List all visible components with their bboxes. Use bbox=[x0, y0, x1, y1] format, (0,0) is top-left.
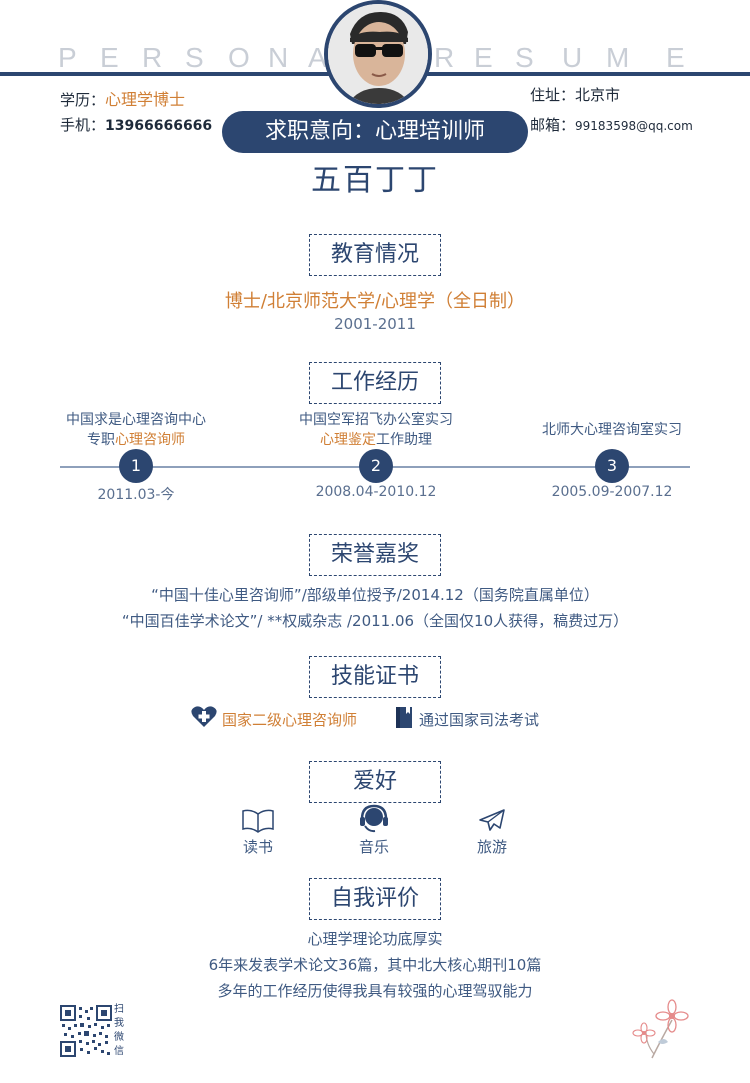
headset-icon bbox=[344, 804, 404, 834]
banner-letter: R bbox=[142, 42, 163, 73]
job-objective-banner: 求职意向：心理培训师 bbox=[222, 111, 528, 153]
banner-letter: S bbox=[185, 42, 204, 73]
portrait-image bbox=[328, 4, 428, 104]
section-title-honors: 荣誉嘉奖 bbox=[309, 534, 441, 576]
banner-letter: U bbox=[562, 42, 583, 73]
cert-1-label: 国家二级心理咨询师 bbox=[222, 710, 358, 729]
section-title-skills: 技能证书 bbox=[309, 656, 441, 698]
candidate-name: 五百丁丁 bbox=[311, 163, 439, 198]
airplane-icon bbox=[462, 808, 522, 834]
job-role: 专职心理咨询师 bbox=[87, 432, 185, 448]
avatar bbox=[324, 0, 432, 108]
flower-decoration-icon bbox=[632, 998, 692, 1066]
job-role: 心理鉴定工作助理 bbox=[320, 432, 432, 448]
hobby-music: 音乐 bbox=[344, 804, 404, 857]
section-title-work: 工作经历 bbox=[309, 362, 441, 404]
section-title-education: 教育情况 bbox=[309, 234, 441, 276]
hobby-label: 旅游 bbox=[476, 838, 507, 856]
book-icon bbox=[395, 705, 413, 733]
address-value: 北京市 bbox=[575, 86, 621, 104]
banner-letter: M bbox=[606, 42, 630, 73]
job-date-3: 2005.09-2007.12 bbox=[551, 484, 673, 500]
heart-plus-icon bbox=[190, 705, 218, 733]
open-book-icon bbox=[228, 808, 288, 834]
job-2: 中国空军招飞办公室实习 心理鉴定工作助理 bbox=[276, 410, 476, 450]
address-label: 住址： bbox=[530, 86, 576, 104]
honor-item-2: “中国百佳学术论文”/ **权威杂志 /2011.06（全国仅10人获得，稿费过… bbox=[121, 612, 629, 630]
section-title-self-eval: 自我评价 bbox=[309, 878, 441, 920]
education-label: 学历： bbox=[60, 91, 106, 109]
banner-letter: S bbox=[515, 42, 534, 73]
section-title-hobbies: 爱好 bbox=[309, 761, 441, 803]
cert-2-label: 通过国家司法考试 bbox=[419, 710, 540, 729]
email-info: 邮箱：99183598@qq.com bbox=[530, 114, 693, 135]
phone-label: 手机： bbox=[60, 116, 106, 134]
job-date-1: 2011.03-今 bbox=[97, 487, 175, 503]
banner-letter: O bbox=[228, 42, 250, 73]
timeline-node-1: 1 bbox=[119, 449, 153, 483]
self-eval-line-3: 多年的工作经历使得我具有较强的心理驾驭能力 bbox=[217, 982, 533, 1000]
hobby-label: 读书 bbox=[242, 838, 273, 856]
phone-value: 13966666666 bbox=[105, 118, 213, 134]
education-value: 心理学博士 bbox=[105, 90, 186, 109]
self-eval-line-2: 6年来发表学术论文36篇，其中北大核心期刊10篇 bbox=[208, 956, 542, 974]
banner-letter: N bbox=[268, 42, 289, 73]
banner-letter: E bbox=[666, 42, 685, 73]
education-info: 学历：心理学博士 bbox=[60, 86, 185, 110]
hobby-label: 音乐 bbox=[358, 838, 389, 856]
banner-letter: E bbox=[100, 42, 119, 73]
hobby-reading: 读书 bbox=[228, 808, 288, 857]
cert-2: 通过国家司法考试 bbox=[395, 705, 539, 733]
job-3: 北师大心理咨询室实习 bbox=[512, 420, 712, 440]
banner-letter: A bbox=[308, 42, 327, 73]
qr-code bbox=[60, 1005, 112, 1057]
banner-letter: E bbox=[474, 42, 493, 73]
job-org: 北师大心理咨询室实习 bbox=[542, 422, 682, 438]
phone-info: 手机：13966666666 bbox=[60, 114, 212, 135]
hobby-travel: 旅游 bbox=[462, 808, 522, 857]
timeline-node-3: 3 bbox=[595, 449, 629, 483]
job-org: 中国求是心理咨询中心 bbox=[66, 412, 206, 428]
education-degree: 博士/北京师范大学/心理学（全日制） bbox=[224, 291, 526, 312]
self-eval-line-1: 心理学理论功底厚实 bbox=[307, 930, 443, 948]
email-label: 邮箱： bbox=[530, 116, 576, 134]
qr-caption: 扫我微信 bbox=[114, 1004, 124, 1057]
timeline-node-2: 2 bbox=[359, 449, 393, 483]
email-value: 99183598@qq.com bbox=[575, 119, 693, 133]
banner-letter: P bbox=[58, 42, 77, 73]
address-info: 住址：北京市 bbox=[530, 84, 620, 105]
banner-letter: R bbox=[434, 42, 455, 73]
job-date-2: 2008.04-2010.12 bbox=[315, 484, 437, 500]
job-1: 中国求是心理咨询中心 专职心理咨询师 bbox=[36, 410, 236, 450]
education-years: 2001-2011 bbox=[334, 315, 416, 333]
job-org: 中国空军招飞办公室实习 bbox=[299, 412, 453, 428]
cert-1: 国家二级心理咨询师 bbox=[190, 705, 357, 733]
honor-item-1: “中国十佳心里咨询师”/部级单位授予/2014.12（国务院直属单位） bbox=[151, 586, 599, 604]
